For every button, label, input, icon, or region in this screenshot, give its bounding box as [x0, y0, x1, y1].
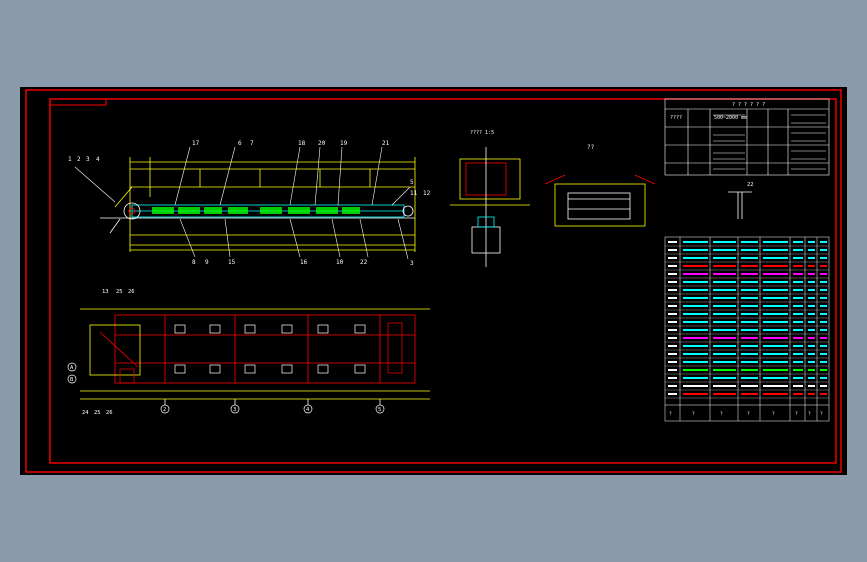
bom-row [665, 377, 829, 383]
callout-15: 15 [228, 259, 236, 266]
callout-21: 21 [382, 140, 390, 147]
callout-26: 26 [128, 289, 135, 295]
bom-h8: ? [820, 411, 823, 417]
main-elevation-view [100, 157, 416, 252]
axis-b: B [70, 377, 74, 383]
bom-h4: ? [747, 411, 750, 417]
bom-h1: ? [669, 411, 672, 417]
plan-column-bases [119, 322, 403, 384]
bom-table [664, 236, 830, 422]
bom-row [665, 385, 829, 391]
spec-row2-value: 500~2000 mm [714, 115, 747, 121]
callout-19: 19 [340, 140, 348, 147]
callout-11: 11 [410, 190, 418, 197]
section-label: ?? [587, 144, 595, 151]
cad-drawing-canvas[interactable]: 1 2 3 4 17 6 7 18 20 19 21 5 11 12 8 9 1… [20, 87, 847, 475]
bom-row [665, 305, 829, 311]
inner-frame [49, 98, 837, 464]
callout-13: 13 [102, 289, 109, 295]
bom-row [665, 369, 829, 375]
callout-25: 25 [116, 289, 123, 295]
spec-table [664, 98, 830, 176]
callout-16: 16 [300, 259, 308, 266]
elevation-leader-lines [74, 146, 411, 260]
callout-3b: 3 [410, 260, 414, 267]
bom-h5: ? [772, 411, 775, 417]
plan-axis-text: 2 3 4 5 A B 13 25 26 24 25 26 [70, 289, 381, 416]
bom-row [665, 241, 829, 247]
bom-row [665, 289, 829, 295]
bom-rows [665, 241, 829, 399]
callout-4: 4 [96, 156, 100, 163]
bom-h6: ? [795, 411, 798, 417]
bom-row [665, 393, 829, 399]
drawing-sheet: 1 2 3 4 17 6 7 18 20 19 21 5 11 12 8 9 1… [25, 89, 842, 473]
bom-header: ? ? ? ? ? ? ? ? [669, 411, 823, 417]
spec-title: ? ? ? ? ? ? [732, 102, 765, 108]
callout-1: 1 [68, 156, 72, 163]
callout-12: 12 [423, 190, 431, 197]
callout-25b: 25 [94, 410, 101, 416]
bom-row [665, 265, 829, 271]
bom-row [665, 249, 829, 255]
callout-22: 22 [360, 259, 368, 266]
bom-row [665, 281, 829, 287]
callout-24: 24 [82, 410, 89, 416]
side-view [450, 147, 530, 267]
callout-18: 18 [298, 140, 306, 147]
bom-row [665, 361, 829, 367]
bom-row [665, 321, 829, 327]
plan-view [80, 308, 430, 405]
callout-7: 7 [250, 140, 254, 147]
axis-4: 4 [306, 407, 310, 413]
section-view [544, 174, 656, 227]
conveyor-rollers [152, 207, 360, 214]
detail-22-view [728, 191, 752, 219]
bom-row [665, 345, 829, 351]
spec-table-fill [713, 114, 826, 170]
bom-row [665, 257, 829, 263]
callout-9: 9 [205, 259, 209, 266]
callout-8: 8 [192, 259, 196, 266]
plan-axis-bubbles [67, 362, 385, 414]
callout-2: 2 [77, 156, 81, 163]
bom-h2: ? [692, 411, 695, 417]
bom-row [665, 297, 829, 303]
callout-17: 17 [192, 140, 200, 147]
callout-3: 3 [86, 156, 90, 163]
callout-10: 10 [336, 259, 344, 266]
axis-5: 5 [378, 407, 381, 413]
side-view-label: ???? 1:5 [470, 130, 494, 136]
bom-row [665, 337, 829, 343]
tag-frame [49, 98, 107, 106]
bom-row [665, 329, 829, 335]
callout-20: 20 [318, 140, 326, 147]
bom-row [665, 313, 829, 319]
outer-frame [25, 89, 842, 473]
elevation-callouts: 1 2 3 4 17 6 7 18 20 19 21 5 11 12 8 9 1… [68, 140, 431, 267]
axis-a: A [70, 365, 74, 371]
bom-h7: ? [808, 411, 811, 417]
axis-2: 2 [163, 407, 166, 413]
bom-row [665, 353, 829, 359]
bom-h3: ? [720, 411, 723, 417]
bom-row [665, 273, 829, 279]
callout-5: 5 [410, 179, 414, 186]
spec-table-text: ? ? ? ? ? ? ???? 500~2000 mm [670, 102, 765, 121]
detail-22-label: 22 [747, 182, 754, 188]
callout-6: 6 [238, 140, 242, 147]
callout-26b: 26 [106, 410, 113, 416]
axis-3: 3 [233, 407, 236, 413]
spec-row1-c1: ???? [670, 115, 682, 121]
